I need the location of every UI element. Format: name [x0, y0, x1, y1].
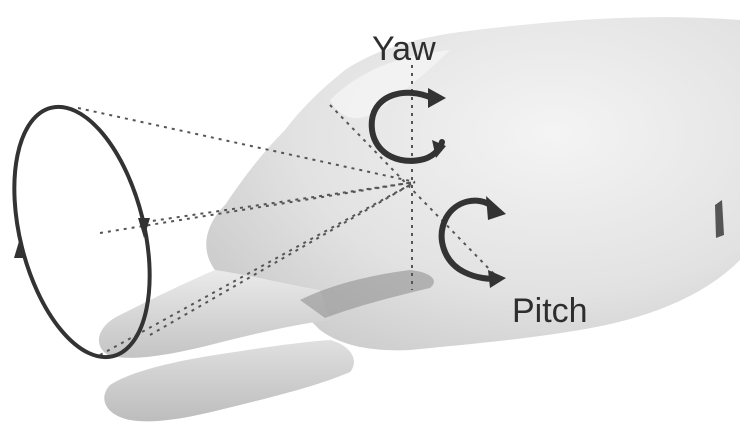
- yaw-label: Yaw: [372, 30, 436, 68]
- hand-illustration: [99, 17, 740, 421]
- motion-arrow-up: [14, 238, 26, 258]
- motion-arrow-down: [138, 218, 150, 238]
- pitch-label: Pitch: [512, 292, 588, 330]
